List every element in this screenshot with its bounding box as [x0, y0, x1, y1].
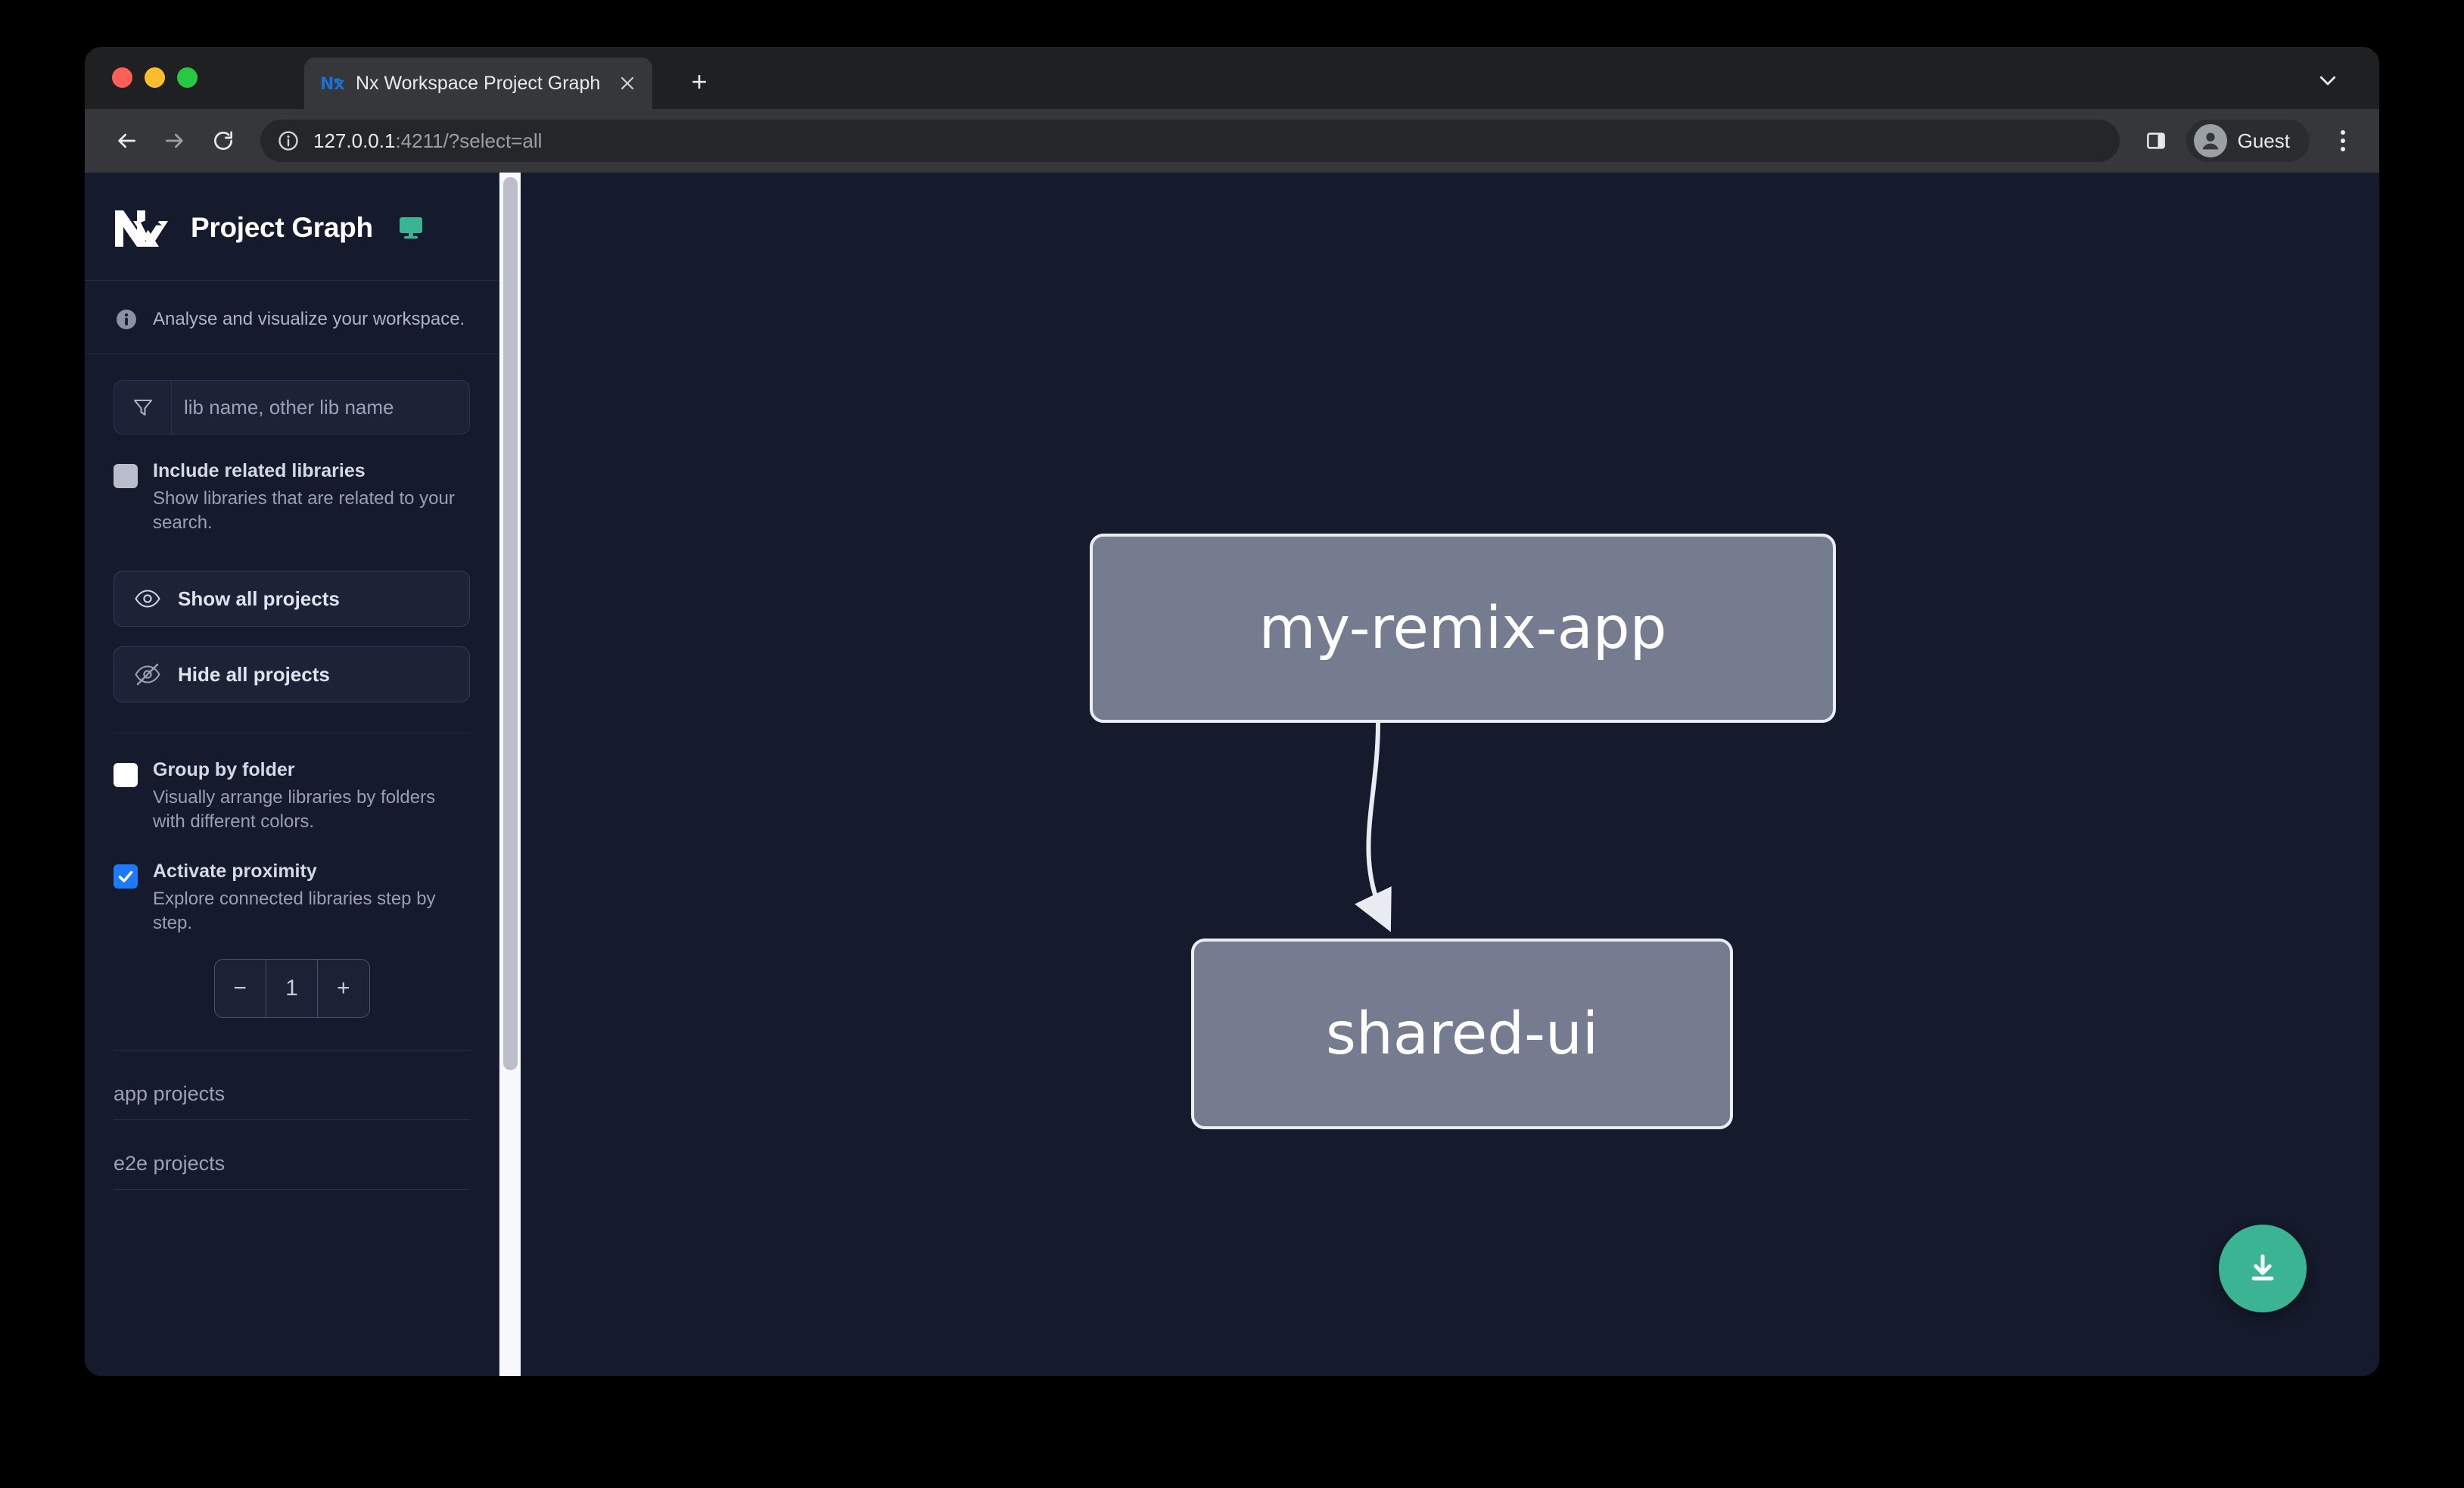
proximity-value: 1: [265, 960, 318, 1017]
close-icon[interactable]: [614, 70, 640, 96]
sidebar-section-app-projects[interactable]: app projects: [114, 1050, 470, 1120]
nx-logo-icon: [114, 206, 170, 250]
option-include-related-libraries[interactable]: Include related libraries Show libraries…: [114, 460, 470, 536]
proximity-stepper: − 1 +: [213, 959, 370, 1018]
filter-funnel-icon: [114, 381, 172, 434]
search-input[interactable]: [172, 381, 469, 434]
page-content: Project Graph Analy: [85, 173, 2379, 1376]
browser-window: Nx Nx Workspace Project Graph +: [85, 47, 2379, 1376]
nx-favicon-icon: Nx: [319, 70, 345, 96]
show-all-projects-button[interactable]: Show all projects: [114, 571, 470, 627]
option-activate-proximity[interactable]: Activate proximity Explore connected lib…: [114, 861, 470, 936]
profile-button[interactable]: Guest: [2186, 120, 2310, 162]
project-graph-canvas[interactable]: my-remix-app shared-ui: [521, 173, 2379, 1376]
graph-node-label: my-remix-app: [1258, 594, 1667, 662]
option-description: Show libraries that are related to your …: [153, 487, 455, 534]
eye-icon: [134, 585, 161, 612]
monitor-icon[interactable]: [397, 215, 425, 241]
hide-all-projects-button[interactable]: Hide all projects: [114, 646, 470, 702]
reload-icon[interactable]: [203, 120, 244, 161]
page-title: Project Graph: [191, 212, 373, 243]
option-description: Explore connected libraries step by step…: [153, 888, 436, 934]
close-window-button[interactable]: [112, 67, 132, 88]
download-graph-button[interactable]: [2219, 1225, 2307, 1312]
address-bar-url: 127.0.0.1:4211/?select=all: [313, 129, 542, 153]
option-group-by-folder[interactable]: Group by folder Visually arrange librari…: [114, 759, 470, 835]
group-by-folder-checkbox[interactable]: [114, 763, 138, 787]
sidebar-scrollbar-thumb[interactable]: [503, 177, 518, 1070]
new-tab-button[interactable]: +: [691, 66, 708, 97]
browser-tab[interactable]: Nx Nx Workspace Project Graph: [304, 58, 652, 109]
eye-off-icon: [134, 661, 161, 688]
window-traffic-lights: [112, 67, 198, 88]
option-label: Include related libraries: [153, 460, 366, 481]
sidebar-section-e2e-projects[interactable]: e2e projects: [114, 1120, 470, 1190]
sidebar: Project Graph Analy: [85, 173, 521, 1376]
maximize-window-button[interactable]: [177, 67, 198, 88]
graph-node-my-remix-app[interactable]: my-remix-app: [1090, 534, 1836, 723]
hide-all-projects-label: Hide all projects: [178, 662, 330, 686]
filter-box[interactable]: [114, 380, 470, 434]
download-icon: [2243, 1247, 2282, 1290]
minimize-window-button[interactable]: [145, 67, 165, 88]
include-related-libraries-checkbox[interactable]: [114, 464, 138, 488]
person-avatar-icon: [2193, 124, 2227, 157]
browser-tab-title: Nx Workspace Project Graph: [356, 72, 601, 94]
sidebar-header: Project Graph: [85, 173, 499, 281]
back-arrow-icon[interactable]: [106, 120, 147, 161]
show-all-projects-label: Show all projects: [178, 587, 340, 610]
graph-node-shared-ui[interactable]: shared-ui: [1191, 939, 1733, 1129]
site-info-icon[interactable]: [277, 129, 300, 152]
profile-name: Guest: [2237, 129, 2290, 152]
svg-text:Nx: Nx: [320, 75, 345, 94]
proximity-decrement-button[interactable]: −: [214, 960, 266, 1017]
chevron-down-icon[interactable]: [2311, 64, 2344, 97]
url-path: :4211/?select=all: [395, 129, 543, 152]
edge-my-remix-app-to-shared-ui: [1355, 722, 1392, 932]
sidebar-tagline: Analyse and visualize your workspace.: [85, 281, 499, 354]
graph-node-label: shared-ui: [1325, 1000, 1599, 1068]
sidebar-tagline-text: Analyse and visualize your workspace.: [153, 309, 465, 329]
url-host: 127.0.0.1: [313, 129, 396, 152]
browser-toolbar: 127.0.0.1:4211/?select=all Guest: [85, 109, 2379, 173]
forward-arrow-icon[interactable]: [154, 120, 195, 161]
sidebar-project-sections: app projects e2e projects: [85, 1018, 499, 1190]
sidebar-controls: Include related libraries Show libraries…: [85, 354, 499, 1018]
activate-proximity-checkbox[interactable]: [114, 864, 138, 889]
kebab-menu-icon[interactable]: [2325, 123, 2361, 159]
address-bar[interactable]: 127.0.0.1:4211/?select=all: [260, 120, 2120, 162]
option-label: Activate proximity: [153, 861, 317, 882]
browser-tab-strip: Nx Nx Workspace Project Graph +: [85, 47, 2379, 109]
sidebar-scrollbar[interactable]: [499, 173, 521, 1376]
option-description: Visually arrange libraries by folders wi…: [153, 786, 436, 833]
proximity-increment-button[interactable]: +: [317, 960, 369, 1017]
side-panel-icon[interactable]: [2138, 123, 2174, 159]
info-icon: [114, 307, 139, 332]
graph-edges: [1355, 722, 1392, 932]
option-label: Group by folder: [153, 759, 295, 780]
